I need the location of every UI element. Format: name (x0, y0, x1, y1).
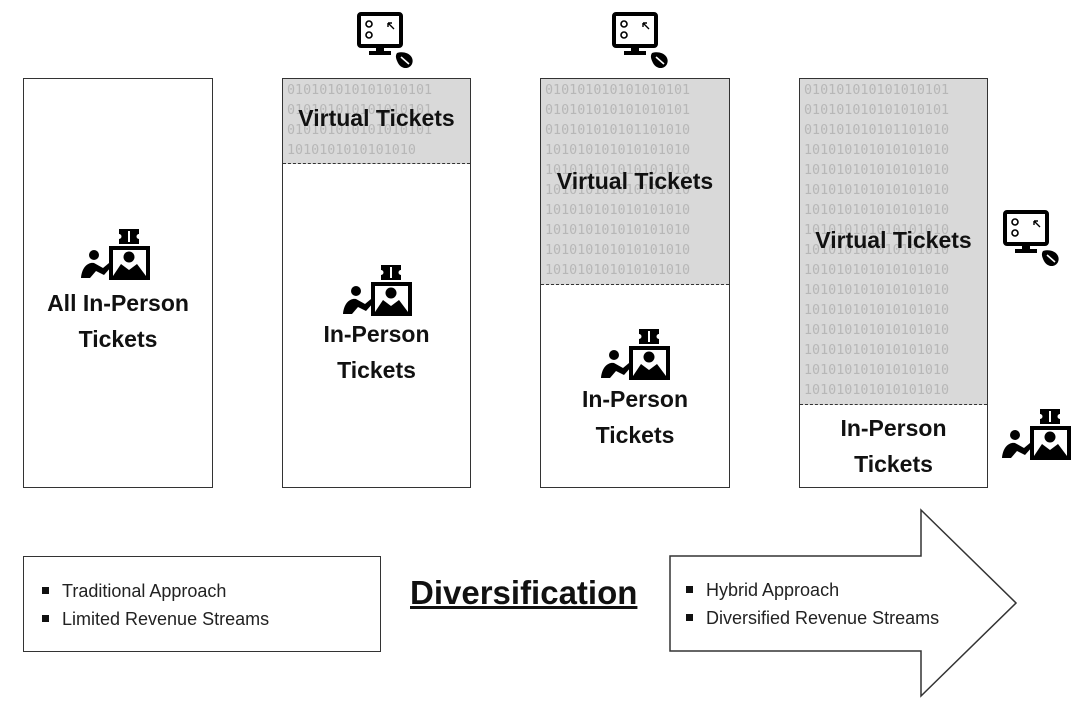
in-person-label: In-Person Tickets (541, 381, 729, 453)
traditional-list: Traditional Approach Limited Revenue Str… (42, 577, 269, 633)
virtual-tickets-label: Virtual Tickets (556, 168, 714, 194)
list-item-text: Traditional Approach (62, 581, 227, 601)
in-person-label-line1: In-Person (581, 386, 689, 412)
list-item: Hybrid Approach (686, 576, 939, 604)
virtual-section: 010101010101010101 010101010101010101 01… (800, 79, 987, 405)
in-person-label-line2: Tickets (854, 451, 933, 477)
column-small-virtual: 010101010101010101 010101010101010101 01… (282, 78, 471, 488)
in-person-label: All In-Person Tickets (24, 285, 212, 357)
computer-mouse-icon (612, 12, 670, 71)
column-all-in-person: All In-Person Tickets (23, 78, 213, 488)
hybrid-list: Hybrid Approach Diversified Revenue Stre… (686, 576, 939, 632)
virtual-tickets-label: Virtual Tickets (298, 105, 455, 131)
in-person-label-line1: All In-Person (47, 290, 189, 316)
binary-pattern: 010101010101010101 010101010101010101 01… (545, 83, 691, 284)
in-person-label-line2: Tickets (595, 422, 675, 448)
in-person-label: In-Person Tickets (283, 316, 470, 388)
audience-ticket-icon (79, 227, 150, 280)
list-item-text: Diversified Revenue Streams (706, 608, 940, 628)
in-person-label-line2: Tickets (337, 357, 416, 383)
list-item: Traditional Approach (42, 577, 269, 605)
audience-ticket-icon (599, 327, 670, 380)
virtual-tickets-label: Virtual Tickets (815, 227, 972, 253)
computer-mouse-icon (357, 12, 415, 71)
binary-pattern: 010101010101010101 010101010101010101 01… (287, 83, 433, 158)
column-large-virtual: 010101010101010101 010101010101010101 01… (799, 78, 988, 488)
in-person-label-line1: In-Person (840, 415, 947, 441)
list-item-text: Hybrid Approach (706, 580, 840, 600)
list-item: Diversified Revenue Streams (686, 604, 939, 632)
in-person-label: In-Person Tickets (800, 410, 987, 482)
diversification-title: Diversification (410, 574, 638, 611)
virtual-section: 010101010101010101 010101010101010101 01… (283, 79, 470, 164)
list-item-text: Limited Revenue Streams (62, 609, 270, 629)
in-person-label-line1: In-Person (323, 321, 430, 347)
binary-pattern: 010101010101010101 010101010101010101 01… (804, 83, 950, 398)
audience-ticket-icon (341, 263, 412, 316)
hybrid-arrow (669, 508, 1018, 698)
traditional-box: Traditional Approach Limited Revenue Str… (23, 556, 381, 652)
audience-ticket-icon (1000, 407, 1071, 460)
column-medium-virtual: 010101010101010101 010101010101010101 01… (540, 78, 730, 488)
in-person-label-line2: Tickets (78, 326, 158, 352)
computer-mouse-icon (1003, 210, 1061, 269)
virtual-section: 010101010101010101 010101010101010101 01… (541, 79, 729, 285)
list-item: Limited Revenue Streams (42, 605, 269, 633)
